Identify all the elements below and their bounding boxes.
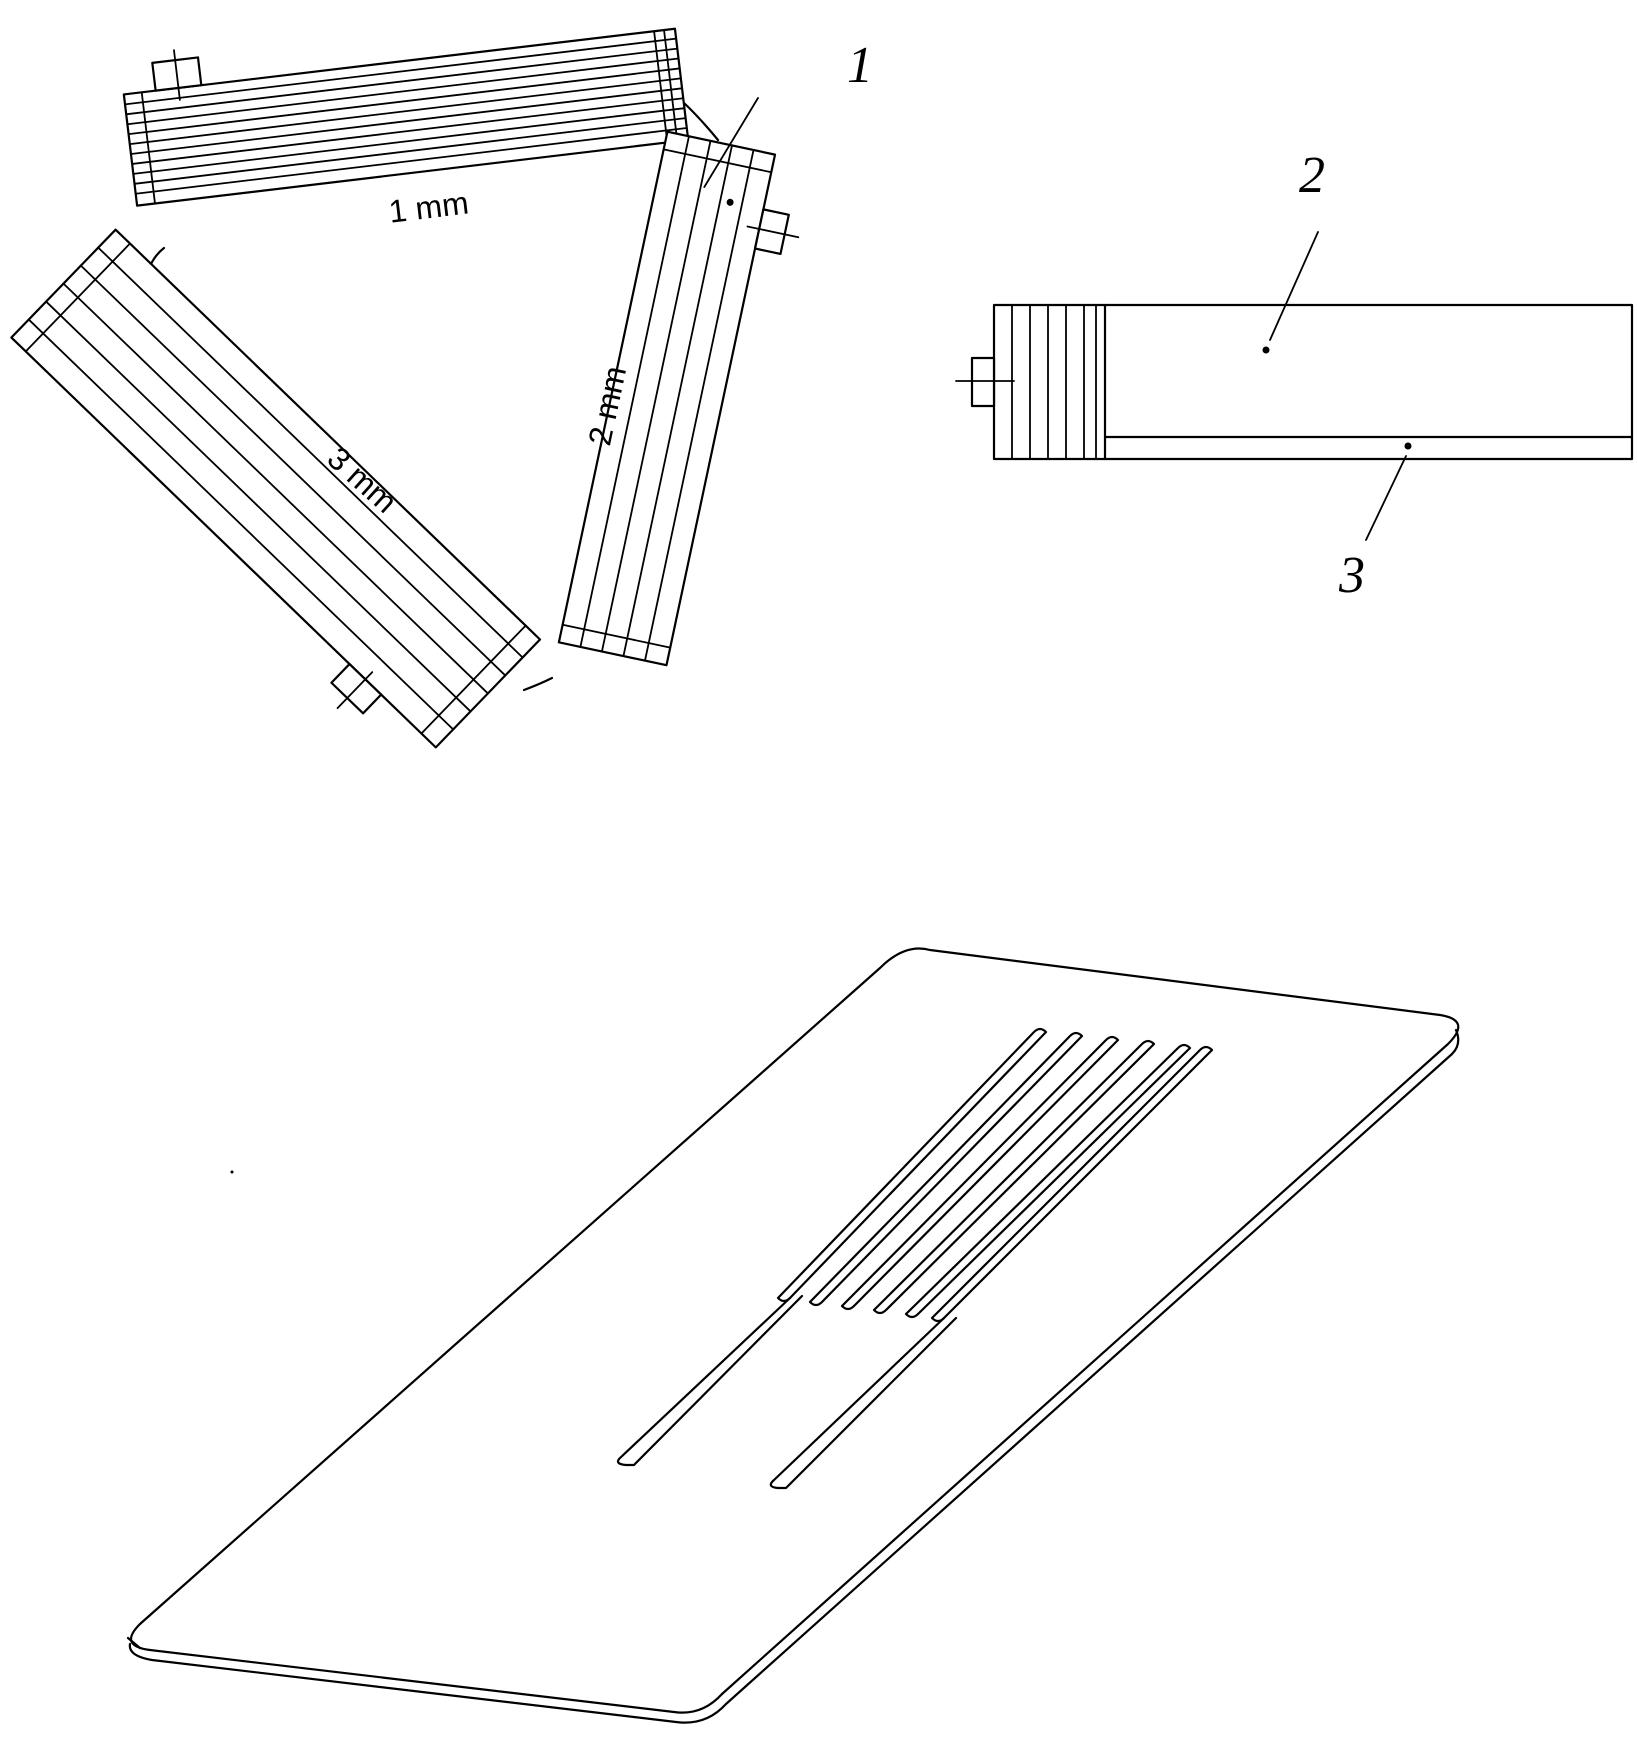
callout-2-label: 2 xyxy=(1299,147,1325,204)
speck-dot xyxy=(230,1170,234,1174)
callout-3-leader xyxy=(1365,455,1407,541)
top-channel-array xyxy=(122,27,690,207)
slide-edge-thickness xyxy=(126,1028,1460,1724)
slide-channels xyxy=(616,1027,1214,1490)
cross-section-electrode xyxy=(955,356,1015,408)
cross-section-frame xyxy=(992,303,1634,461)
right-array-frame xyxy=(557,130,777,667)
top-array-electrode xyxy=(151,49,203,101)
callout-3-label: 3 xyxy=(1338,547,1365,604)
right-channel-array xyxy=(557,130,800,667)
callout-1-label: 1 xyxy=(847,37,873,94)
callout-2-point xyxy=(1262,346,1270,354)
top-channel-width-label: 1 mm xyxy=(387,184,471,229)
cross-section-diagram: 2 3 xyxy=(955,147,1634,604)
left-array-channels xyxy=(24,242,527,735)
top-array-frame xyxy=(122,27,690,207)
left-channel-array xyxy=(10,228,542,749)
callout-3-point xyxy=(1404,442,1412,450)
triangular-chip-diagram: 1 mm 2 mm xyxy=(10,27,873,749)
callout-1-point xyxy=(726,198,734,206)
right-array-electrode xyxy=(746,208,800,256)
callout-1-leader xyxy=(703,97,759,188)
top-array-channels xyxy=(124,29,688,205)
right-array-channels xyxy=(561,135,773,662)
cross-section-electrode-lines xyxy=(1011,304,1097,460)
left-array-electrode xyxy=(330,662,383,715)
slide-outline xyxy=(130,947,1460,1714)
slide-perspective-drawing xyxy=(126,947,1460,1724)
callout-2-leader xyxy=(1269,231,1319,341)
